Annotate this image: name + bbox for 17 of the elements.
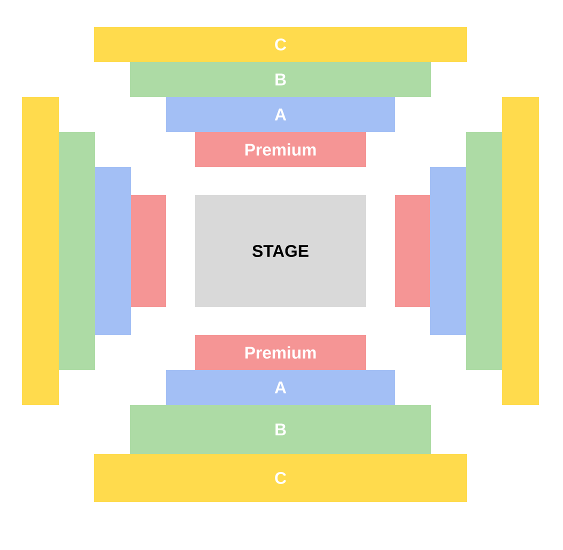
seating-section (466, 132, 502, 370)
seating-section: B (130, 62, 431, 97)
seating-section (395, 194, 430, 307)
stage-box: STAGE (195, 194, 366, 307)
seating-section (95, 166, 131, 335)
seating-section: A (166, 96, 395, 132)
seating-section: Premium (195, 334, 366, 370)
seating-section: B (130, 404, 431, 454)
seating-section (430, 166, 466, 335)
seating-section: C (94, 27, 467, 62)
seating-section: A (166, 370, 395, 405)
seating-section (22, 96, 59, 405)
seating-section (502, 96, 539, 405)
seating-section (131, 194, 166, 307)
seating-section: Premium (195, 132, 366, 167)
seating-section (59, 132, 95, 370)
seating-section: C (94, 454, 467, 502)
